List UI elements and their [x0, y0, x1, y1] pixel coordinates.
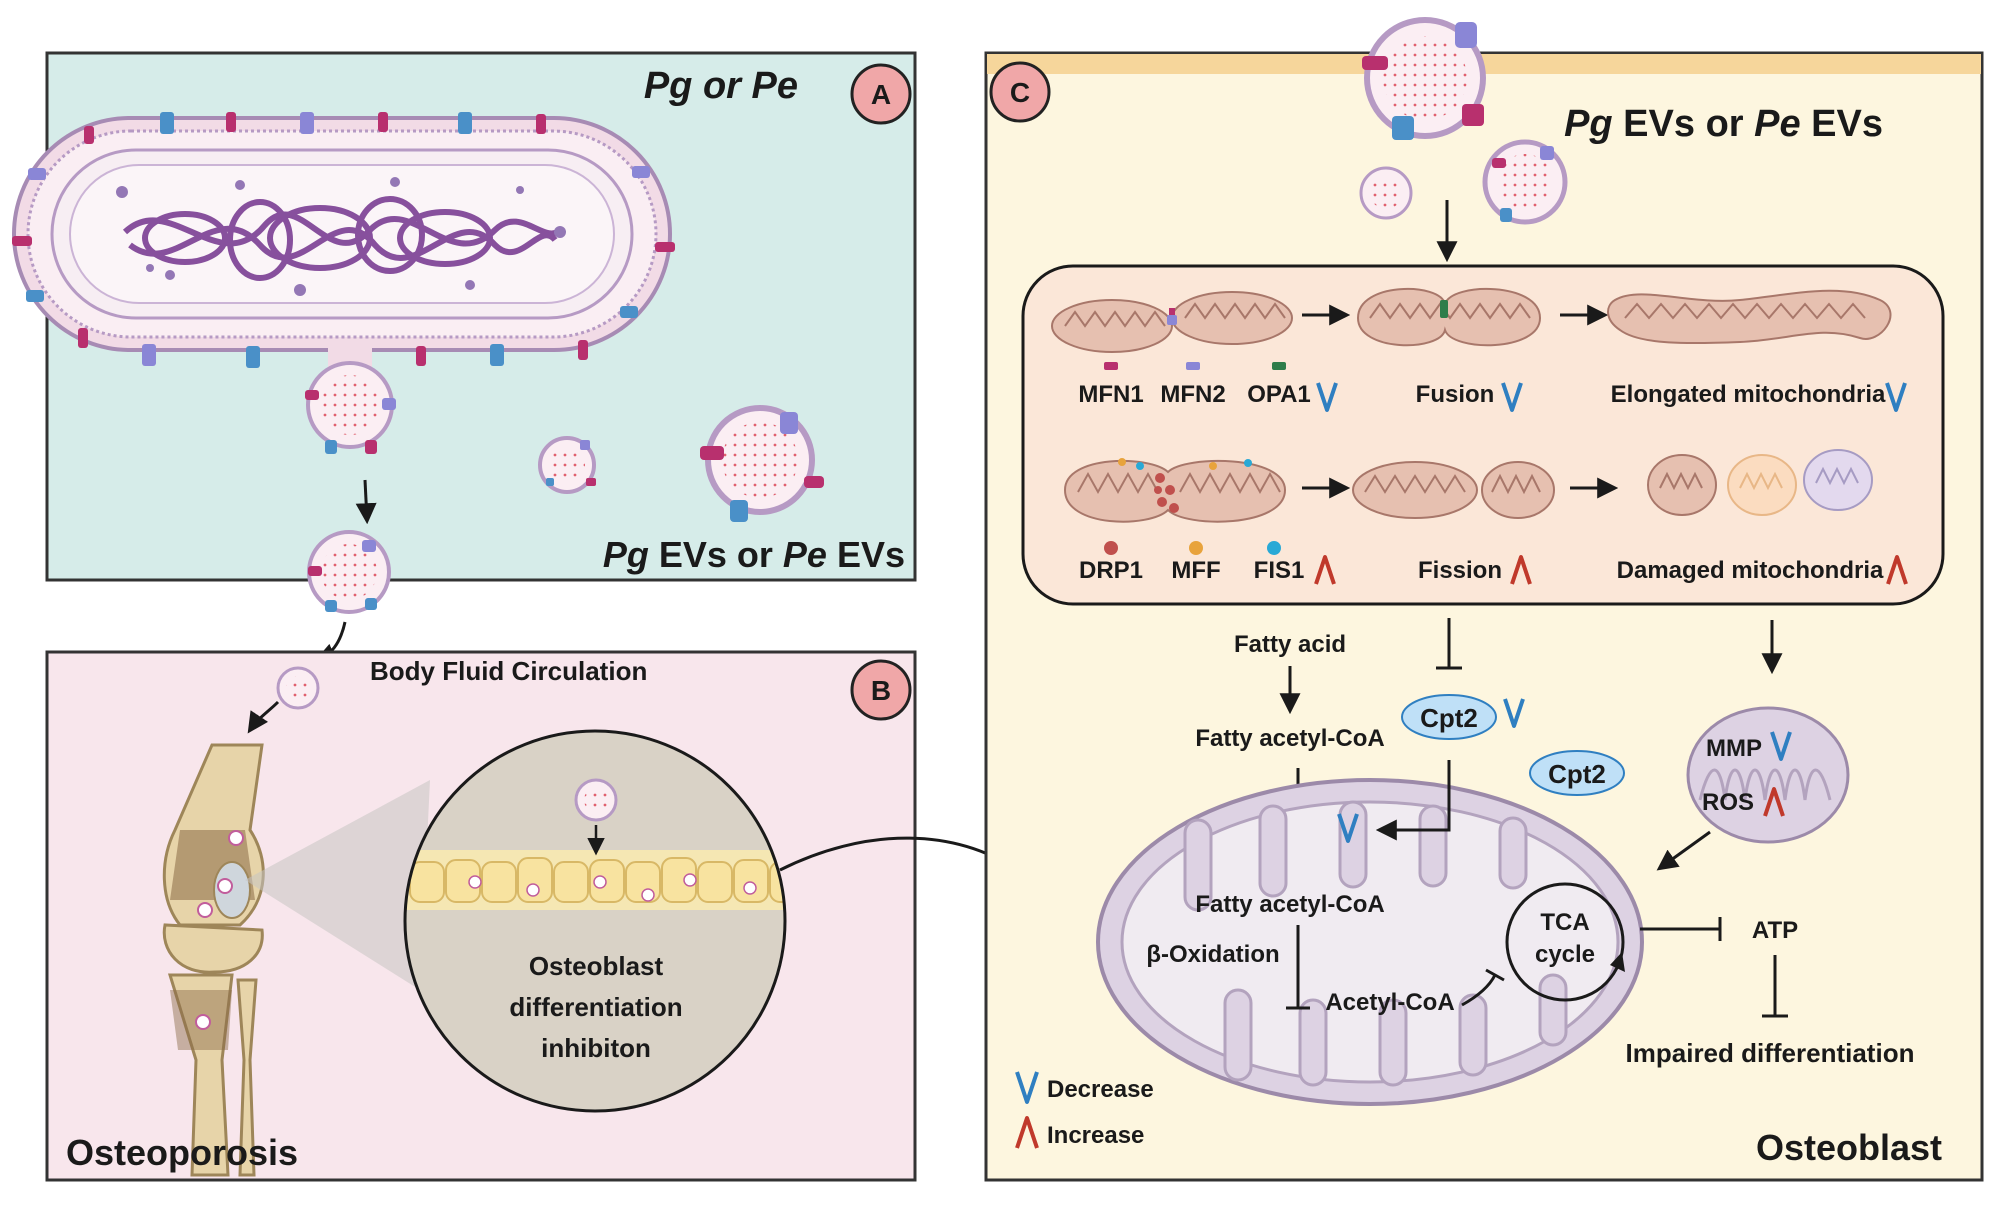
cpt2-free-label: Cpt2 — [1548, 759, 1606, 789]
mfn1-swatch — [1104, 362, 1118, 370]
extracellular-vesicle-icon — [574, 778, 618, 822]
opa1-label: OPA1 — [1247, 381, 1311, 408]
inset-text-line1: Osteoblast — [529, 951, 664, 981]
mitochondrion-icon — [1647, 449, 1873, 516]
mff-swatch — [1189, 541, 1203, 555]
panel-b-badge-label: B — [871, 675, 891, 706]
arrow-bud-to-ev — [355, 479, 377, 525]
panel-b: B Body Fluid Circulation — [45, 650, 917, 1182]
bacterium-icon — [12, 112, 675, 454]
mmp-label: MMP — [1706, 735, 1762, 762]
legend: Decrease Increase — [1015, 1071, 1154, 1149]
inset-text-line3: inhibiton — [541, 1033, 651, 1063]
arrow-damaged-to-main — [1656, 830, 1711, 871]
osteoblast-inset: Osteoblast differentiation inhibiton — [403, 729, 787, 1113]
legend-increase-label: Increase — [1047, 1122, 1144, 1149]
extracellular-vesicle-icon — [1482, 139, 1568, 225]
panel-a-badge-label: A — [871, 79, 891, 110]
increase-arrow-icon — [1886, 555, 1908, 585]
panel-a-title: Pg or Pe — [644, 65, 798, 107]
knee-bone-icon — [162, 743, 265, 1177]
decrease-arrow-icon — [1316, 382, 1338, 412]
increase-arrow-icon — [1763, 787, 1785, 817]
cpt2-node — [1401, 694, 1497, 740]
mfn2-swatch — [1186, 362, 1200, 370]
arrow-cpt2-to-mito — [1375, 760, 1451, 841]
decrease-arrow-icon — [1015, 1071, 1039, 1104]
tca-cycle-icon — [1505, 882, 1625, 1002]
mito-dynamics-box — [1021, 264, 1945, 606]
panel-a-ev-label: Pg EVs or Pe EVs — [603, 534, 905, 575]
ros-label: ROS — [1702, 789, 1754, 816]
tca-label-line1: TCA — [1540, 909, 1589, 936]
mitochondrion-icon — [1352, 461, 1555, 519]
acetyl-to-tca-line — [1461, 974, 1497, 1007]
increase-arrow-icon — [1015, 1116, 1039, 1149]
osteoblast-cell-label: Osteoblast — [1756, 1127, 1942, 1168]
fission-label: Fission — [1418, 557, 1502, 584]
decrease-arrow-icon — [1770, 731, 1792, 761]
inner-fatty-acyl-coa-label: Fatty acetyl-CoA — [1195, 891, 1384, 918]
fis1-swatch — [1267, 541, 1281, 555]
extracellular-vesicle-icon — [307, 530, 391, 614]
panel-a-badge — [850, 63, 912, 125]
extracellular-vesicle-icon — [700, 405, 824, 522]
impaired-differentiation-label: Impaired differentiation — [1626, 1038, 1915, 1068]
fatty-acid-label: Fatty acid — [1234, 631, 1346, 658]
arrow-to-bone — [247, 700, 280, 734]
decrease-arrow-icon — [1885, 382, 1907, 412]
panel-c-badge-label: C — [1010, 77, 1030, 108]
tca-label-line2: cycle — [1535, 941, 1595, 968]
acetyl-coa-label: Acetyl-CoA — [1325, 989, 1454, 1016]
disease-label: Osteoporosis — [66, 1132, 298, 1173]
zoom-cone — [245, 780, 430, 990]
extracellular-vesicle-icon — [1362, 17, 1486, 140]
decrease-arrow-icon — [1503, 698, 1525, 728]
mfn1-label: MFN1 — [1078, 381, 1143, 408]
drp1-swatch — [1104, 541, 1118, 555]
mfn2-label: MFN2 — [1160, 381, 1225, 408]
legend-decrease-label: Decrease — [1047, 1076, 1154, 1103]
circulation-label: Body Fluid Circulation — [370, 656, 647, 686]
increase-arrow-icon — [1510, 555, 1532, 585]
increase-arrow-icon — [1314, 555, 1336, 585]
extracellular-vesicle-icon — [1359, 166, 1413, 220]
cpt2-node-free — [1529, 750, 1625, 796]
panel-c-ev-label: Pg EVs or Pe EVs — [1564, 103, 1883, 145]
mitochondrion-icon — [1686, 706, 1850, 844]
panel-a: A Pg or Pe Pg EVs or Pe EVs — [12, 51, 917, 582]
mitochondrion-icon — [1356, 287, 1542, 347]
mitochondrion-icon — [1063, 458, 1287, 523]
atp-label: ATP — [1752, 917, 1798, 944]
elongated-label: Elongated mitochondria — [1611, 381, 1886, 408]
extracellular-vesicle-icon — [276, 666, 320, 710]
decrease-arrow-icon — [1501, 382, 1523, 412]
mitochondrion-icon — [1607, 289, 1892, 345]
mff-label: MFF — [1171, 557, 1220, 584]
cpt2-label: Cpt2 — [1420, 703, 1478, 733]
extracellular-vesicle-icon — [538, 436, 596, 494]
drp1-label: DRP1 — [1079, 557, 1143, 584]
beta-oxidation-label: β-Oxidation — [1146, 941, 1279, 968]
fis1-label: FIS1 — [1254, 557, 1305, 584]
acetyl-to-tca-bar — [1485, 968, 1505, 982]
panel-c: C Pg EVs or Pe EVs — [984, 17, 1984, 1182]
panel-b-badge — [850, 659, 912, 721]
mitochondrion-icon — [1051, 291, 1293, 353]
decrease-arrow-icon — [1337, 813, 1359, 843]
fusion-label: Fusion — [1416, 381, 1495, 408]
damaged-label: Damaged mitochondria — [1617, 557, 1884, 584]
inset-text-line2: differentiation — [509, 992, 682, 1022]
fatty-acyl-coa-label: Fatty acetyl-CoA — [1195, 725, 1384, 752]
opa1-swatch — [1272, 362, 1286, 370]
mitochondrion-icon — [1096, 778, 1644, 1106]
panel-c-badge — [989, 61, 1051, 123]
